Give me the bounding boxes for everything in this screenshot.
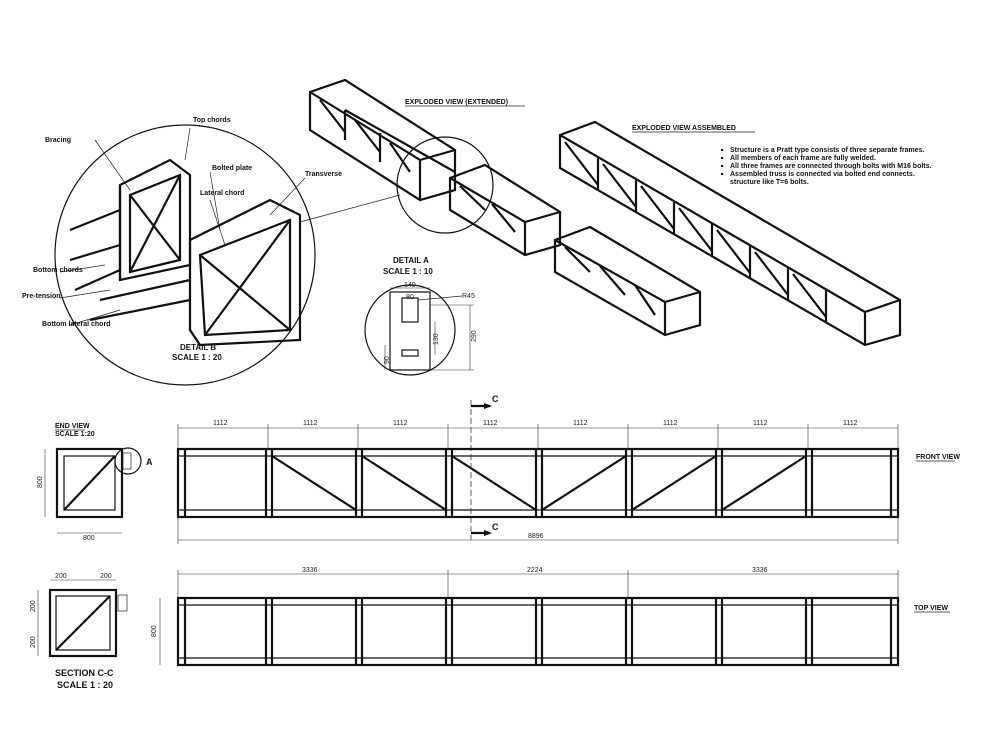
assembled-view: EXPLODED VIEW ASSEMBLED Structure is a P… [558, 120, 932, 347]
end-view-height: 800 [37, 476, 44, 488]
label-bolted-plate: Bolted plate [212, 165, 252, 172]
front-view-diagonals [271, 455, 807, 511]
front-dim-8: 1112 [843, 420, 858, 427]
detail-a-dim-mid: 130 [433, 333, 440, 345]
detail-a-title: DETAIL A [393, 256, 429, 265]
front-view-title: FRONT VIEW [916, 454, 960, 461]
front-view: FRONT VIEW [176, 394, 960, 544]
section-marker-bottom: C [492, 522, 499, 532]
detail-b-callout-circle [396, 136, 494, 234]
section-cc-scale: SCALE 1 : 20 [57, 680, 113, 690]
top-view-verticals [183, 598, 893, 665]
end-view: END VIEW SCALE 1:20 A 800 800 [37, 423, 153, 542]
front-dim-2: 1112 [303, 420, 318, 427]
end-view-callout-circle [114, 447, 142, 475]
section-dim-h1: 200 [30, 600, 37, 612]
detail-b-circle [54, 124, 316, 386]
top-view-title: TOP VIEW [914, 605, 948, 612]
detail-a: DETAIL A SCALE 1 : 10 140 80 R45 290 130… [364, 256, 478, 376]
label-pre-tension: Pre-tension [22, 293, 61, 300]
detail-a-dim-top: 140 [404, 282, 416, 289]
end-view-width: 800 [83, 535, 95, 542]
note-5: structure like T=6 bolts. [730, 179, 809, 186]
detail-a-dim-radius: R45 [462, 293, 475, 300]
section-dim-right-w: 200 [100, 573, 112, 580]
label-bottom-chords: Bottom chords [33, 267, 83, 274]
label-transverse: Transverse [305, 171, 342, 178]
front-dim-3: 1112 [393, 420, 408, 427]
section-marker-top: C [492, 394, 499, 404]
note-1: Structure is a Pratt type consists of th… [730, 147, 925, 154]
label-lateral-chord: Lateral chord [200, 190, 244, 197]
top-view-height: 800 [151, 625, 158, 637]
section-dim-h2: 200 [30, 636, 37, 648]
detail-a-dim-inner: 80 [406, 294, 414, 301]
detail-a-dim-bottom: 90 [384, 356, 391, 364]
section-dim-left-w: 200 [55, 573, 67, 580]
assembled-notes: Structure is a Pratt type consists of th… [720, 147, 932, 186]
section-cc-title: SECTION C-C [55, 668, 114, 678]
note-3: All three frames are connected through b… [730, 163, 932, 170]
front-dim-4: 1112 [483, 420, 498, 427]
label-top-chords: Top chords [193, 117, 231, 124]
section-cc: 200 200 200 200 SECTION C-C SCALE 1 : 20 [30, 573, 128, 690]
detail-b-scale: SCALE 1 : 20 [172, 353, 222, 362]
label-bracing: Bracing [45, 137, 71, 144]
end-view-title: END VIEW [55, 423, 90, 430]
note-2: All members of each frame are fully weld… [730, 155, 876, 162]
top-dim-1: 3336 [302, 567, 318, 574]
front-overall-dim: 8896 [528, 533, 544, 540]
front-dim-1: 1112 [213, 420, 228, 427]
detail-a-circle [364, 284, 456, 376]
detail-a-scale: SCALE 1 : 10 [383, 267, 433, 276]
top-dim-2: 2224 [527, 567, 543, 574]
detail-a-dim-height: 290 [471, 330, 478, 342]
front-view-verticals [183, 449, 893, 517]
exploded-view-title: EXPLODED VIEW (EXTENDED) [405, 99, 508, 106]
detail-b: Bracing Top chords Bolted plate Lateral … [22, 117, 401, 386]
note-4: Assembled truss is connected via bolted … [730, 171, 915, 178]
detail-b-title: DETAIL B [180, 343, 216, 352]
front-dim-6: 1112 [663, 420, 678, 427]
label-bottom-lateral: Bottom lateral chord [42, 321, 110, 328]
end-view-scale: SCALE 1:20 [55, 431, 95, 438]
top-view: TOP VIEW 3336 2224 3336 800 [151, 567, 950, 667]
top-dim-3: 3336 [752, 567, 768, 574]
assembled-view-title: EXPLODED VIEW ASSEMBLED [632, 125, 736, 132]
exploded-view: EXPLODED VIEW (EXTENDED) [308, 78, 702, 337]
front-dim-7: 1112 [753, 420, 768, 427]
front-dim-5: 1112 [573, 420, 588, 427]
end-view-callout: A [146, 457, 153, 467]
